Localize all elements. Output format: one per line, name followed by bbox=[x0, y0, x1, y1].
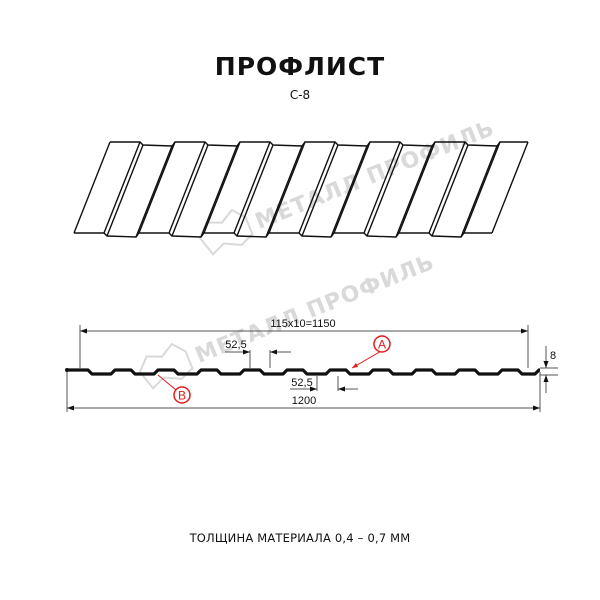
callout-a-label: A bbox=[378, 338, 386, 352]
dim-total-width: 1200 bbox=[292, 395, 316, 407]
dimension-lines bbox=[66, 325, 558, 412]
dim-overall-pitch: 115x10=1150 bbox=[270, 318, 335, 330]
callout-a: A bbox=[351, 335, 391, 369]
callout-b-label: B bbox=[178, 389, 186, 403]
dim-height: 8 bbox=[550, 350, 556, 362]
dim-rib-bottom-width: 52,5 bbox=[291, 377, 312, 389]
dim-rib-top-width: 52,5 bbox=[225, 339, 246, 351]
cross-section-profile bbox=[65, 368, 541, 376]
callout-b: B bbox=[157, 374, 191, 404]
model-label: С-8 bbox=[289, 88, 311, 102]
page-title: ПРОФЛИСТ bbox=[214, 52, 386, 81]
isometric-sheet-view bbox=[73, 141, 529, 238]
material-thickness: ТОЛЩИНА МАТЕРИАЛА 0,4 – 0,7 ММ bbox=[189, 531, 411, 545]
